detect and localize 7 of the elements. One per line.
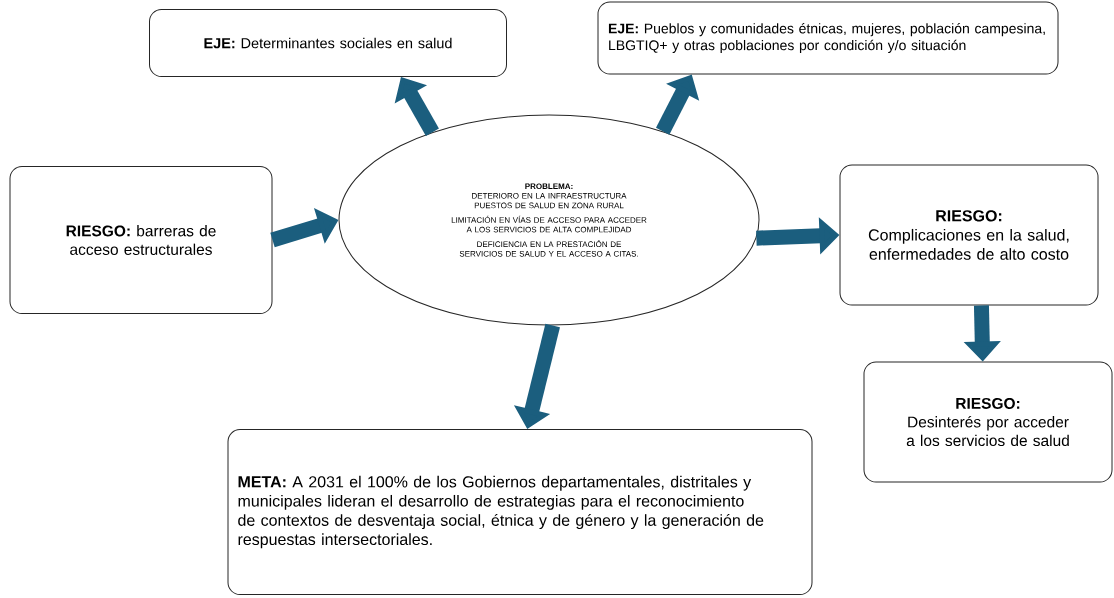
risk-box: RIESGO: barreras de acceso estructurales [9,166,273,314]
risk-box: RIESGO: Desinterés por acceder a los servicios de salud [863,361,1113,483]
axis-box: EJE: Determinantes sociales en salud [149,9,507,77]
goal-box: META: A 2031 el 100% de los Gobiernos departamentales, distritales y municipales lideran el desarrollo de estrategias para el reconocimiento de contextos de desventaja social, étnica y de género y la generación de respuestas intersectoriales. [227,429,813,595]
block-arrow [394,77,439,136]
axis-box: EJE: Pueblos y comunidades étnicas, mujeres, población campesina, LBGTIQ+ y otras poblaciones por condición y/o situación [597,1,1059,75]
risk-box: RIESGO: Complicaciones en la salud, enfermedades de alto costo [839,164,1099,306]
